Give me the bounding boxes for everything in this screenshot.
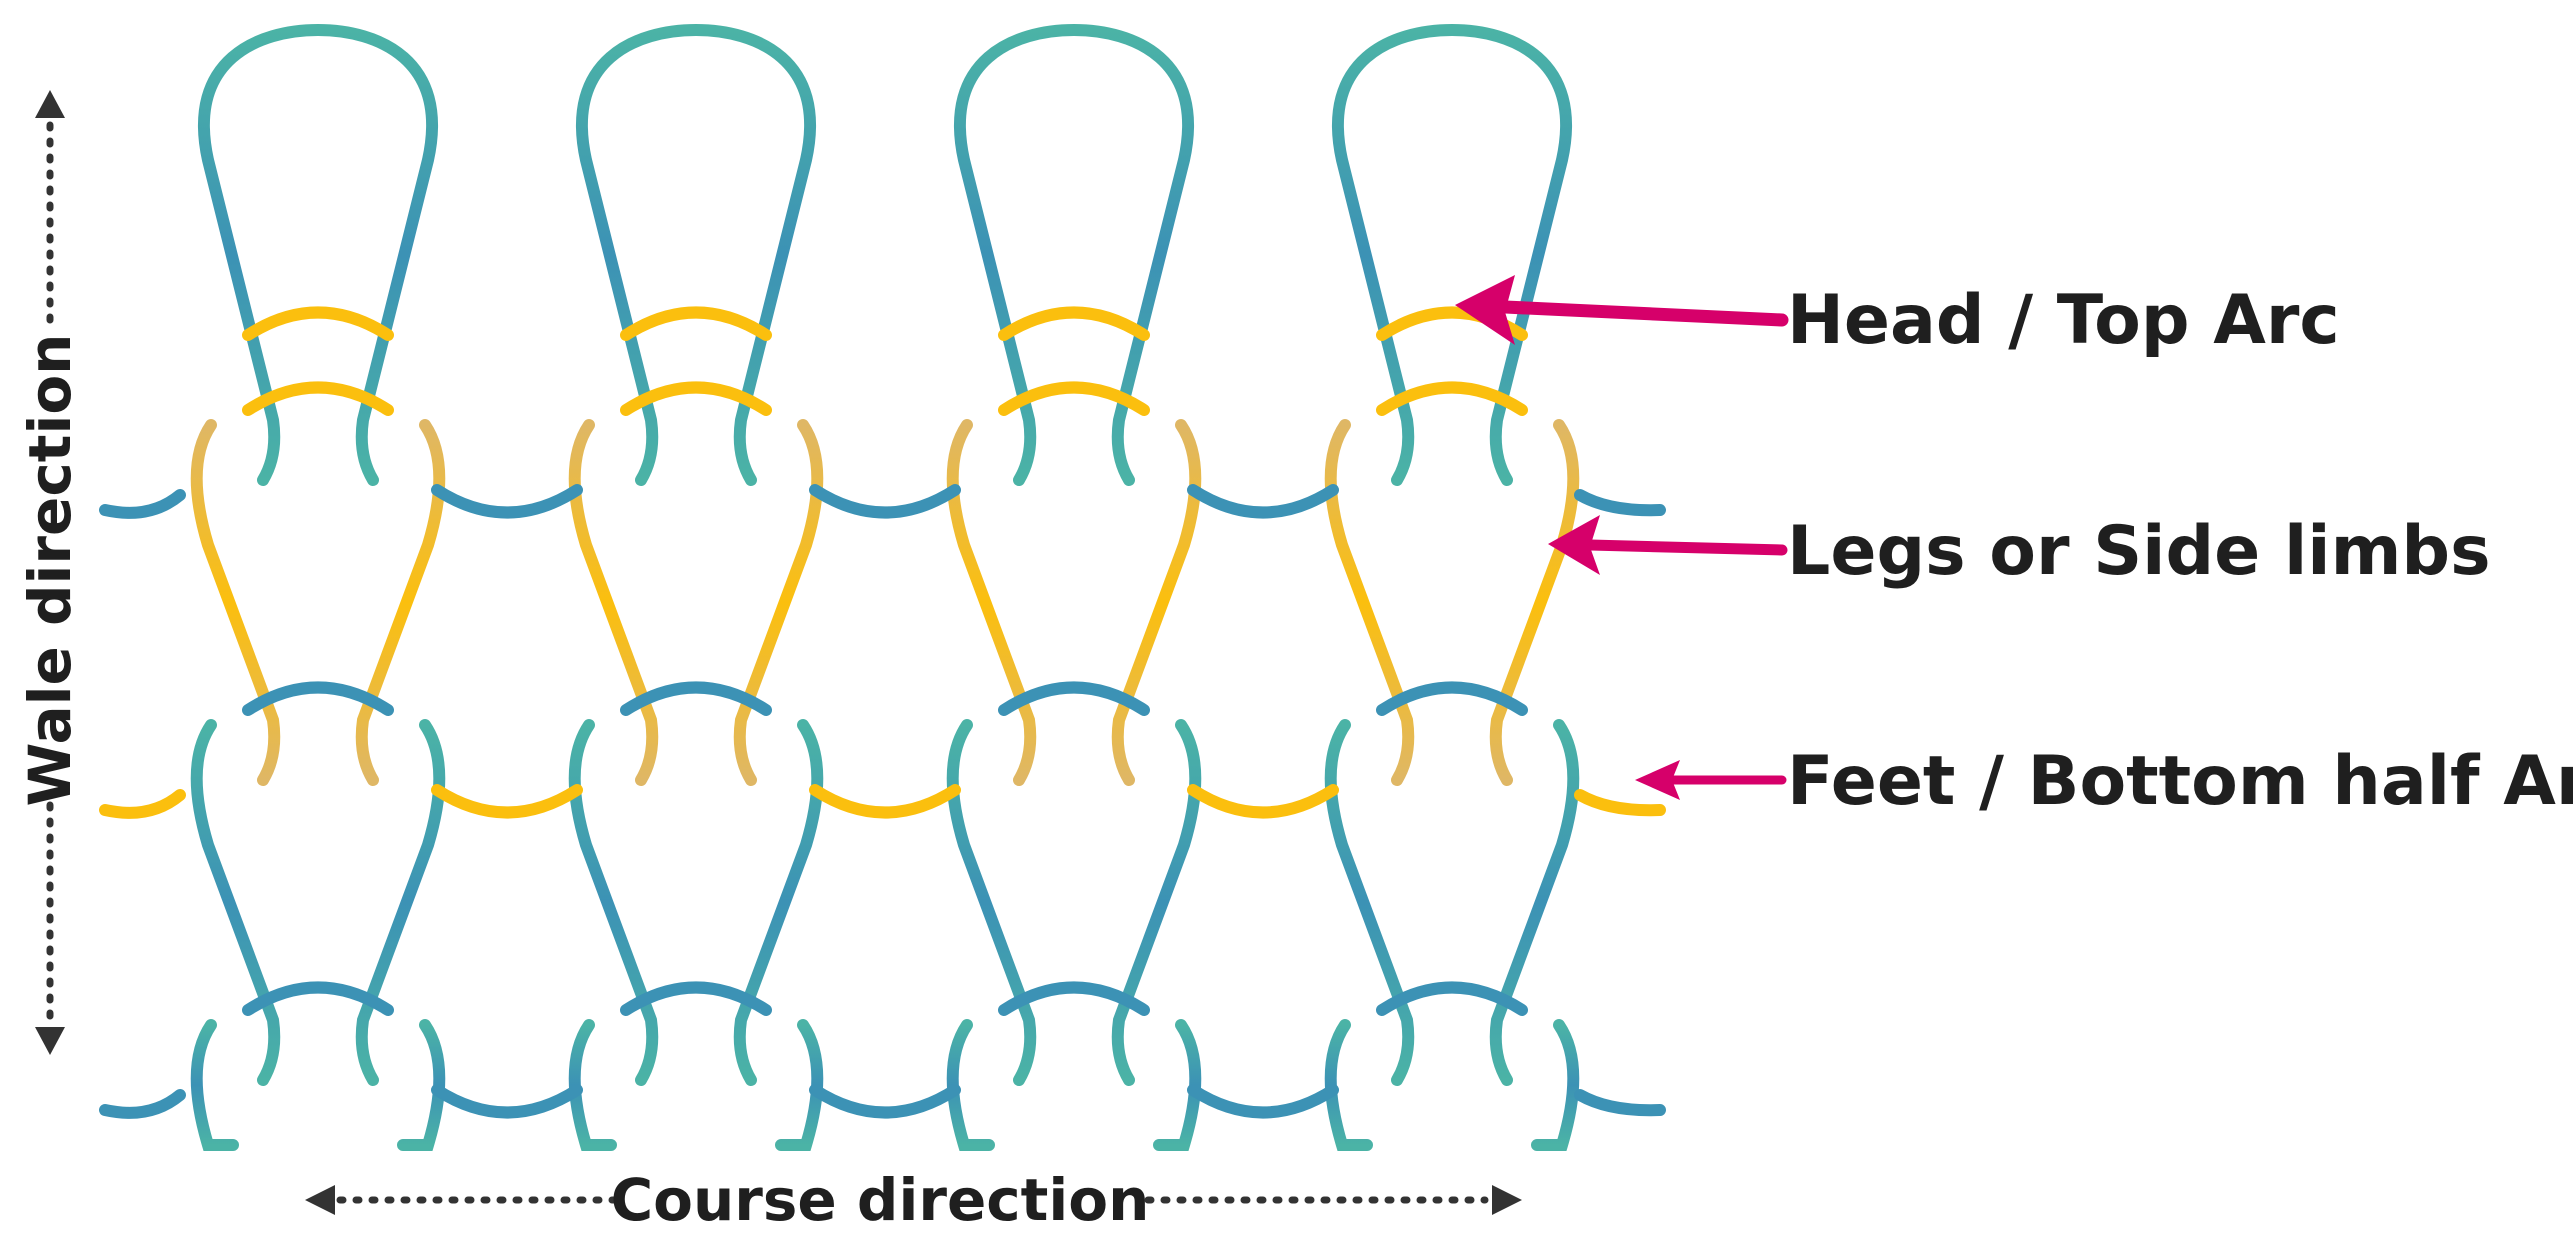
sinker-arc <box>1187 1084 1339 1119</box>
knit-loop <box>953 23 1195 486</box>
loop-right-leg <box>1111 419 1202 786</box>
sinker-arc <box>431 784 583 819</box>
knit-loop <box>190 981 446 1151</box>
knit-loop <box>946 381 1202 786</box>
knit-loops <box>190 23 1580 1151</box>
sinker-arcs <box>99 306 1666 1119</box>
knit-loop <box>946 681 1202 1086</box>
loop-head-arc <box>620 381 772 416</box>
sinker-arc <box>1574 1089 1666 1117</box>
course-direction-label: Course direction <box>611 1166 1150 1234</box>
course-direction-axis: Course direction <box>305 1166 1522 1234</box>
loop-left-leg <box>946 419 1037 786</box>
sinker-arc <box>431 484 583 519</box>
loop-head-arc <box>998 381 1150 416</box>
knit-loop <box>1324 381 1580 786</box>
wale-direction-label: Wale direction <box>16 334 84 807</box>
loop-right-leg <box>775 1019 824 1151</box>
knit-loop <box>568 681 824 1086</box>
loop-head-arc <box>620 981 772 1016</box>
loop-left-leg <box>946 719 1037 1086</box>
top-arc <box>242 306 394 341</box>
loop-left-leg <box>568 1019 617 1151</box>
loop-head-arc <box>1376 681 1528 716</box>
sinker-arc <box>1187 484 1339 519</box>
feet-label: Feet / Bottom half Arc <box>1787 742 2573 821</box>
loop-head-arc <box>1376 981 1528 1016</box>
loop-right-leg <box>355 419 446 786</box>
loop-right-leg <box>355 719 446 1086</box>
loop-left-leg <box>568 419 659 786</box>
sinker-arc <box>99 789 186 819</box>
knit-loop <box>946 981 1202 1151</box>
sinker-arc <box>809 784 961 819</box>
loop-right-leg <box>1489 719 1580 1086</box>
loop-right-leg <box>733 419 824 786</box>
loop-head-arc <box>998 981 1150 1016</box>
knit-loop <box>568 981 824 1151</box>
loop-yarn <box>575 23 817 486</box>
loop-right-leg <box>733 719 824 1086</box>
top-arc <box>620 306 772 341</box>
loop-head-arc <box>620 681 772 716</box>
sinker-arc <box>809 484 961 519</box>
loop-left-leg <box>1324 419 1415 786</box>
loop-yarn <box>197 23 439 486</box>
sinker-arc <box>809 1084 961 1119</box>
knit-loop <box>1324 981 1580 1151</box>
loop-yarn <box>1331 23 1573 486</box>
loop-left-leg <box>190 719 281 1086</box>
sinker-arc <box>1574 789 1666 817</box>
feet-pointer-arrow-icon <box>1635 760 1787 800</box>
sinker-arc <box>99 489 186 519</box>
loop-right-leg <box>1153 1019 1202 1151</box>
sinker-arc <box>1187 784 1339 819</box>
loop-head-arc <box>242 381 394 416</box>
loop-right-leg <box>1111 719 1202 1086</box>
legs-label: Legs or Side limbs <box>1787 512 2491 591</box>
knit-loop <box>197 23 439 486</box>
arrow-up-icon <box>35 90 65 118</box>
top-arc <box>998 306 1150 341</box>
knit-loop <box>568 381 824 786</box>
loop-left-leg <box>1324 719 1415 1086</box>
sinker-arc <box>431 1084 583 1119</box>
loop-yarn <box>953 23 1195 486</box>
arrow-left-icon <box>305 1185 335 1215</box>
sinker-arc <box>1574 489 1666 517</box>
head-pointer-arrow-icon <box>1455 275 1789 345</box>
loop-left-leg <box>1324 1019 1373 1151</box>
arrow-down-icon <box>35 1027 65 1055</box>
knit-loop <box>190 381 446 786</box>
loop-head-arc <box>998 681 1150 716</box>
legs-pointer-arrow-icon <box>1548 515 1788 575</box>
knit-loop <box>575 23 817 486</box>
loop-left-leg <box>946 1019 995 1151</box>
loop-left-leg <box>190 1019 239 1151</box>
arrow-right-icon <box>1492 1185 1522 1215</box>
loop-right-leg <box>397 1019 446 1151</box>
loop-head-arc <box>242 681 394 716</box>
knit-loop <box>1331 23 1573 486</box>
loop-left-leg <box>568 719 659 1086</box>
wale-direction-axis: Wale direction <box>16 90 84 1055</box>
knit-loop <box>190 681 446 1086</box>
head-label: Head / Top Arc <box>1787 281 2340 360</box>
loop-left-leg <box>190 419 281 786</box>
loop-head-arc <box>242 981 394 1016</box>
loop-right-leg <box>1531 1019 1580 1151</box>
knit-loop <box>1324 681 1580 1086</box>
sinker-arc <box>99 1089 186 1119</box>
loop-head-arc <box>1376 381 1528 416</box>
